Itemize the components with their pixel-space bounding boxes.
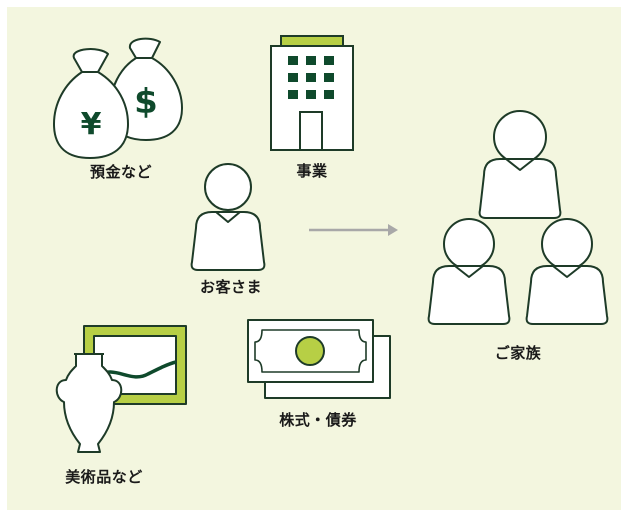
stocks-bonds-label: 株式・債券 — [279, 411, 357, 429]
family-icon — [427, 110, 609, 325]
arrow-icon — [309, 224, 398, 236]
customer-label: お客さま — [199, 278, 263, 296]
banknote-icon — [247, 319, 391, 399]
savings-label: 預金など — [89, 163, 153, 181]
building-icon — [270, 35, 354, 151]
money-bags-icon: $ ¥ — [53, 37, 183, 159]
dollar-symbol: $ — [134, 82, 158, 122]
person-icon — [190, 163, 266, 271]
vase-painting-icon — [55, 325, 187, 453]
family-label: ご家族 — [494, 344, 542, 362]
yen-symbol: ¥ — [81, 107, 102, 142]
business-label: 事業 — [296, 162, 328, 180]
art-label: 美術品など — [65, 468, 143, 486]
